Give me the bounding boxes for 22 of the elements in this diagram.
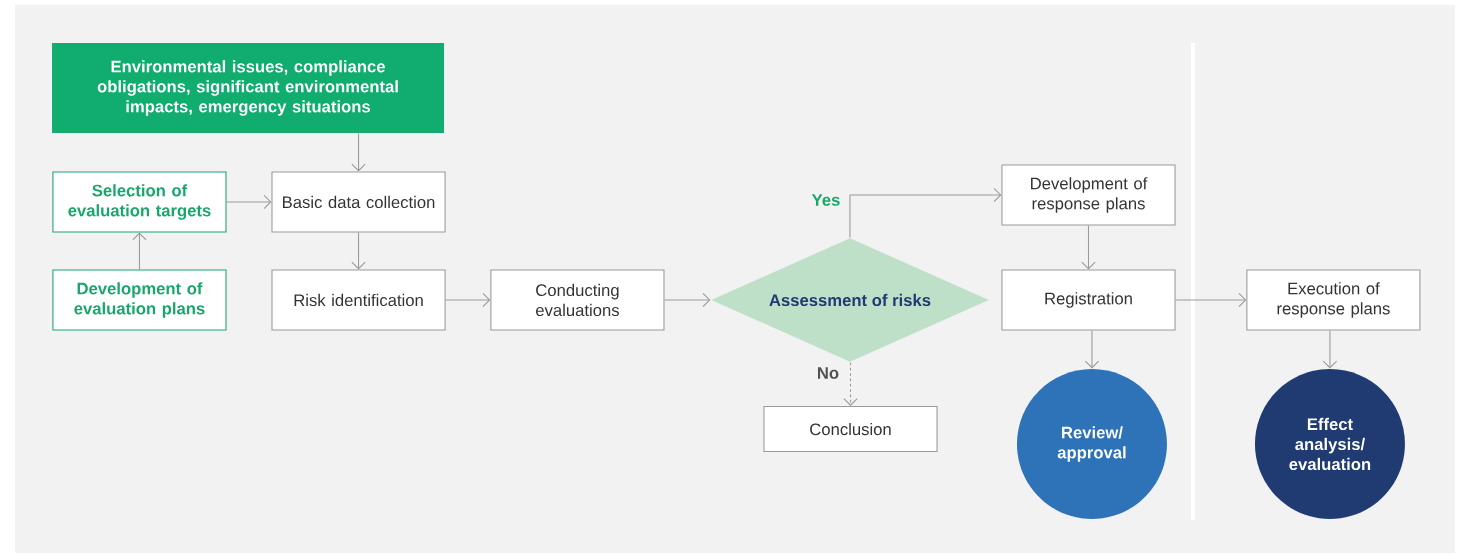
header-box: Environmental issues, compliance obligations, significant environmental impacts, emergency situations	[52, 43, 444, 134]
process-box: Development of response plans	[1001, 164, 1176, 226]
arrow	[1175, 292, 1247, 308]
arrow	[351, 133, 366, 172]
arrow	[1081, 224, 1096, 270]
arrow	[849, 187, 1002, 239]
arrow	[132, 232, 147, 271]
arrow	[663, 292, 711, 308]
process-box: Selection of evaluation targets	[52, 171, 227, 233]
process-box: Risk identification	[271, 269, 446, 331]
process-box: Execution of response plans	[1246, 269, 1421, 331]
arrow	[1084, 330, 1100, 369]
arrow	[351, 232, 366, 270]
process-box: Conducting evaluations	[490, 269, 665, 331]
process-box: Basic data collection	[271, 171, 446, 233]
process-box: Registration	[1001, 269, 1176, 331]
arrow	[843, 362, 858, 407]
process-box: Conclusion	[763, 406, 938, 453]
process-box: Development of evaluation plans	[52, 269, 227, 331]
arrow	[1322, 330, 1338, 369]
arrow	[445, 292, 491, 308]
arrow	[226, 194, 272, 210]
